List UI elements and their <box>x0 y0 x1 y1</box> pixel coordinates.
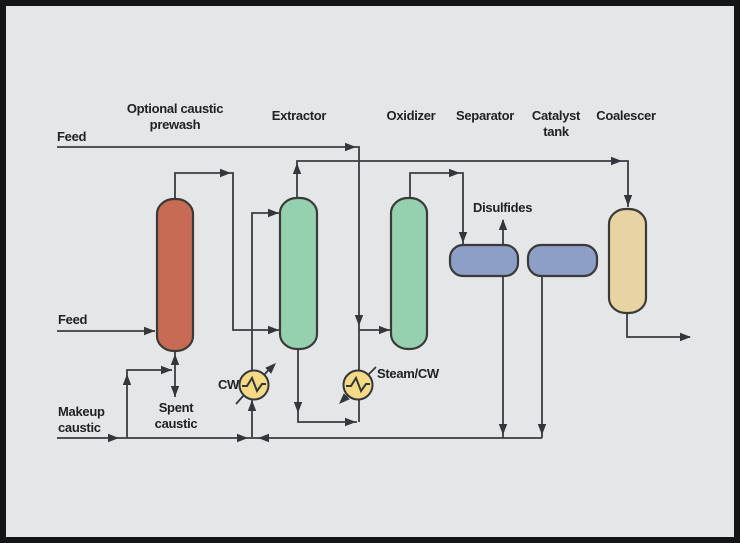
steam-cw-exchanger-icon <box>340 366 377 403</box>
disulfides-label: Disulfides <box>473 200 533 215</box>
arrowhead <box>161 365 172 375</box>
arrowhead <box>537 424 547 435</box>
process-flow-svg <box>57 142 691 443</box>
steam-cw-exchanger-connections <box>340 366 377 403</box>
arrowhead <box>498 424 508 435</box>
makeup-caustic-label-line1: Makeup <box>58 404 105 419</box>
prewash-label: Optional caustic prewash <box>110 101 240 133</box>
cw-exchanger-label: CW <box>217 377 239 392</box>
feed-top-label: Feed <box>57 129 87 144</box>
steam-cw-exchanger-coil <box>346 375 370 394</box>
arrowhead <box>220 168 231 178</box>
arrowhead <box>449 168 460 178</box>
flow-lines <box>57 146 690 439</box>
cw-exchanger-coil <box>242 375 266 394</box>
arrowhead <box>345 142 356 152</box>
arrowhead <box>498 219 508 230</box>
arrowhead <box>354 315 364 326</box>
arrowhead <box>170 354 180 365</box>
catalyst-tank-label: Catalyst tank <box>521 108 591 140</box>
vessels <box>155 196 648 353</box>
separator-drum <box>448 243 520 278</box>
arrowhead <box>108 433 119 443</box>
extractor-overhead-line <box>296 160 629 207</box>
caustic-return-riser-line <box>251 212 279 437</box>
extractor-vessel <box>278 196 319 351</box>
arrowhead <box>170 386 180 397</box>
arrowhead <box>379 325 390 335</box>
arrowhead <box>680 332 691 342</box>
arrowhead <box>458 232 468 243</box>
oxidizer-vessel <box>389 196 429 351</box>
spent-caustic-label-line1: Spent <box>158 400 194 415</box>
arrowhead <box>122 374 132 385</box>
oxidizer-label: Oxidizer <box>386 108 436 123</box>
separator-label: Separator <box>456 108 514 123</box>
arrowhead <box>247 400 257 411</box>
arrowhead <box>293 402 303 413</box>
arrowhead <box>611 156 622 166</box>
cw-exchanger-icon <box>235 364 274 405</box>
steam-cw-exchanger-label: Steam/CW <box>377 366 439 381</box>
spent-caustic-label: Spent caustic <box>141 400 211 432</box>
oxidizer-overhead-line <box>409 172 464 244</box>
arrowhead <box>623 195 633 206</box>
arrowhead <box>268 325 279 335</box>
prewash-overhead-line <box>174 172 279 331</box>
coalescer-outlet-line <box>626 313 690 338</box>
prewash-label-line2: prewash <box>149 117 201 132</box>
catalyst-tank-drum <box>526 243 599 278</box>
arrowhead <box>292 163 302 174</box>
makeup-caustic-label: Makeup caustic <box>58 404 105 436</box>
catalyst-tank-label-line1: Catalyst <box>531 108 581 123</box>
coalescer-label: Coalescer <box>596 108 656 123</box>
coalescer-vessel <box>607 207 648 315</box>
spent-caustic-label-line2: caustic <box>154 416 198 431</box>
catalyst-tank-label-line2: tank <box>543 124 569 139</box>
prewash-label-line1: Optional caustic <box>126 101 224 116</box>
makeup-caustic-label-line2: caustic <box>58 420 101 435</box>
arrowhead <box>237 433 248 443</box>
extractor-label: Extractor <box>271 108 327 123</box>
cw-exchanger-connections <box>235 364 274 405</box>
feed-bottom-label: Feed <box>58 312 88 327</box>
arrowhead <box>258 433 269 443</box>
arrowhead <box>144 326 155 336</box>
prewash-vessel <box>155 197 195 353</box>
makeup-branch-line <box>126 369 172 438</box>
arrowhead <box>268 208 279 218</box>
arrowhead <box>345 417 356 427</box>
extractor-bottoms-line <box>297 348 357 423</box>
